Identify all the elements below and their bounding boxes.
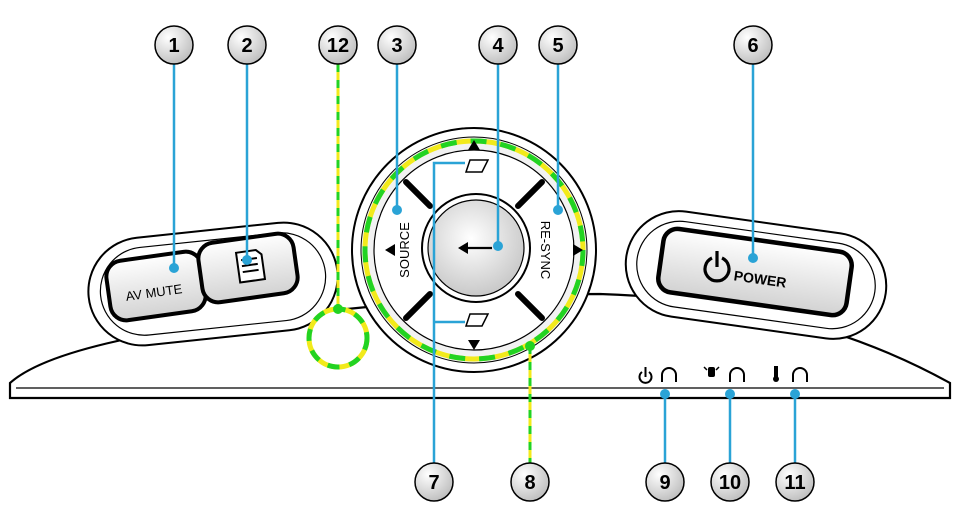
callout-10: 10 [710, 462, 750, 502]
callout-9: 9 [645, 462, 685, 502]
keystone-down-button[interactable] [464, 313, 490, 350]
source-label: SOURCE [397, 222, 412, 278]
down-arrow-icon [468, 340, 480, 350]
callout-3: 3 [377, 25, 417, 65]
svg-text:3: 3 [391, 35, 402, 57]
power-button[interactable]: POWER [656, 226, 854, 318]
callout-11: 11 [775, 462, 815, 502]
callout-6: 6 [733, 25, 773, 65]
svg-text:12: 12 [327, 35, 349, 57]
left-arrow-icon [385, 244, 395, 256]
keystone-down-icon [464, 313, 490, 327]
leader-dots [169, 205, 800, 399]
svg-text:10: 10 [719, 472, 741, 494]
callout-1: 1 [154, 25, 194, 65]
callout-8: 8 [510, 462, 550, 502]
up-arrow-icon [468, 140, 480, 150]
svg-text:1: 1 [168, 35, 179, 57]
menu-icon [234, 248, 267, 284]
svg-text:9: 9 [659, 472, 670, 494]
enter-arrow-icon [458, 242, 492, 254]
led-icon [729, 367, 745, 382]
led-icon [661, 367, 677, 382]
enter-button[interactable] [421, 193, 531, 303]
source-button[interactable]: SOURCE [385, 222, 412, 278]
svg-text:11: 11 [784, 472, 805, 494]
right-arrow-icon [573, 244, 583, 256]
callout-12: 12 [318, 25, 358, 65]
power-icon [703, 251, 731, 283]
power-led-indicator [638, 367, 677, 384]
temperature-led-indicator [773, 366, 808, 382]
av-mute-button[interactable]: AV MUTE [104, 249, 208, 323]
power-label: POWER [733, 267, 788, 290]
keystone-up-button[interactable] [464, 140, 490, 173]
svg-text:4: 4 [492, 35, 504, 57]
lamp-icon [703, 366, 720, 377]
dashed-leaders [336, 64, 532, 466]
callout-7: 7 [414, 462, 454, 502]
temperature-icon [773, 366, 779, 382]
callout-4: 4 [478, 25, 518, 65]
resync-label: RE-SYNC [538, 221, 553, 280]
svg-text:8: 8 [524, 472, 535, 494]
svg-text:6: 6 [747, 35, 758, 57]
keystone-up-icon [464, 159, 490, 173]
power-icon [638, 367, 653, 384]
led-icon [792, 367, 808, 382]
svg-text:2: 2 [241, 35, 252, 57]
svg-text:7: 7 [428, 472, 439, 494]
lamp-led-indicator [703, 366, 745, 382]
leader-lines [172, 62, 797, 466]
callout-2: 2 [227, 25, 267, 65]
svg-text:5: 5 [552, 35, 563, 57]
menu-button[interactable] [196, 231, 300, 305]
callout-5: 5 [538, 25, 578, 65]
resync-button[interactable]: RE-SYNC [538, 221, 583, 280]
